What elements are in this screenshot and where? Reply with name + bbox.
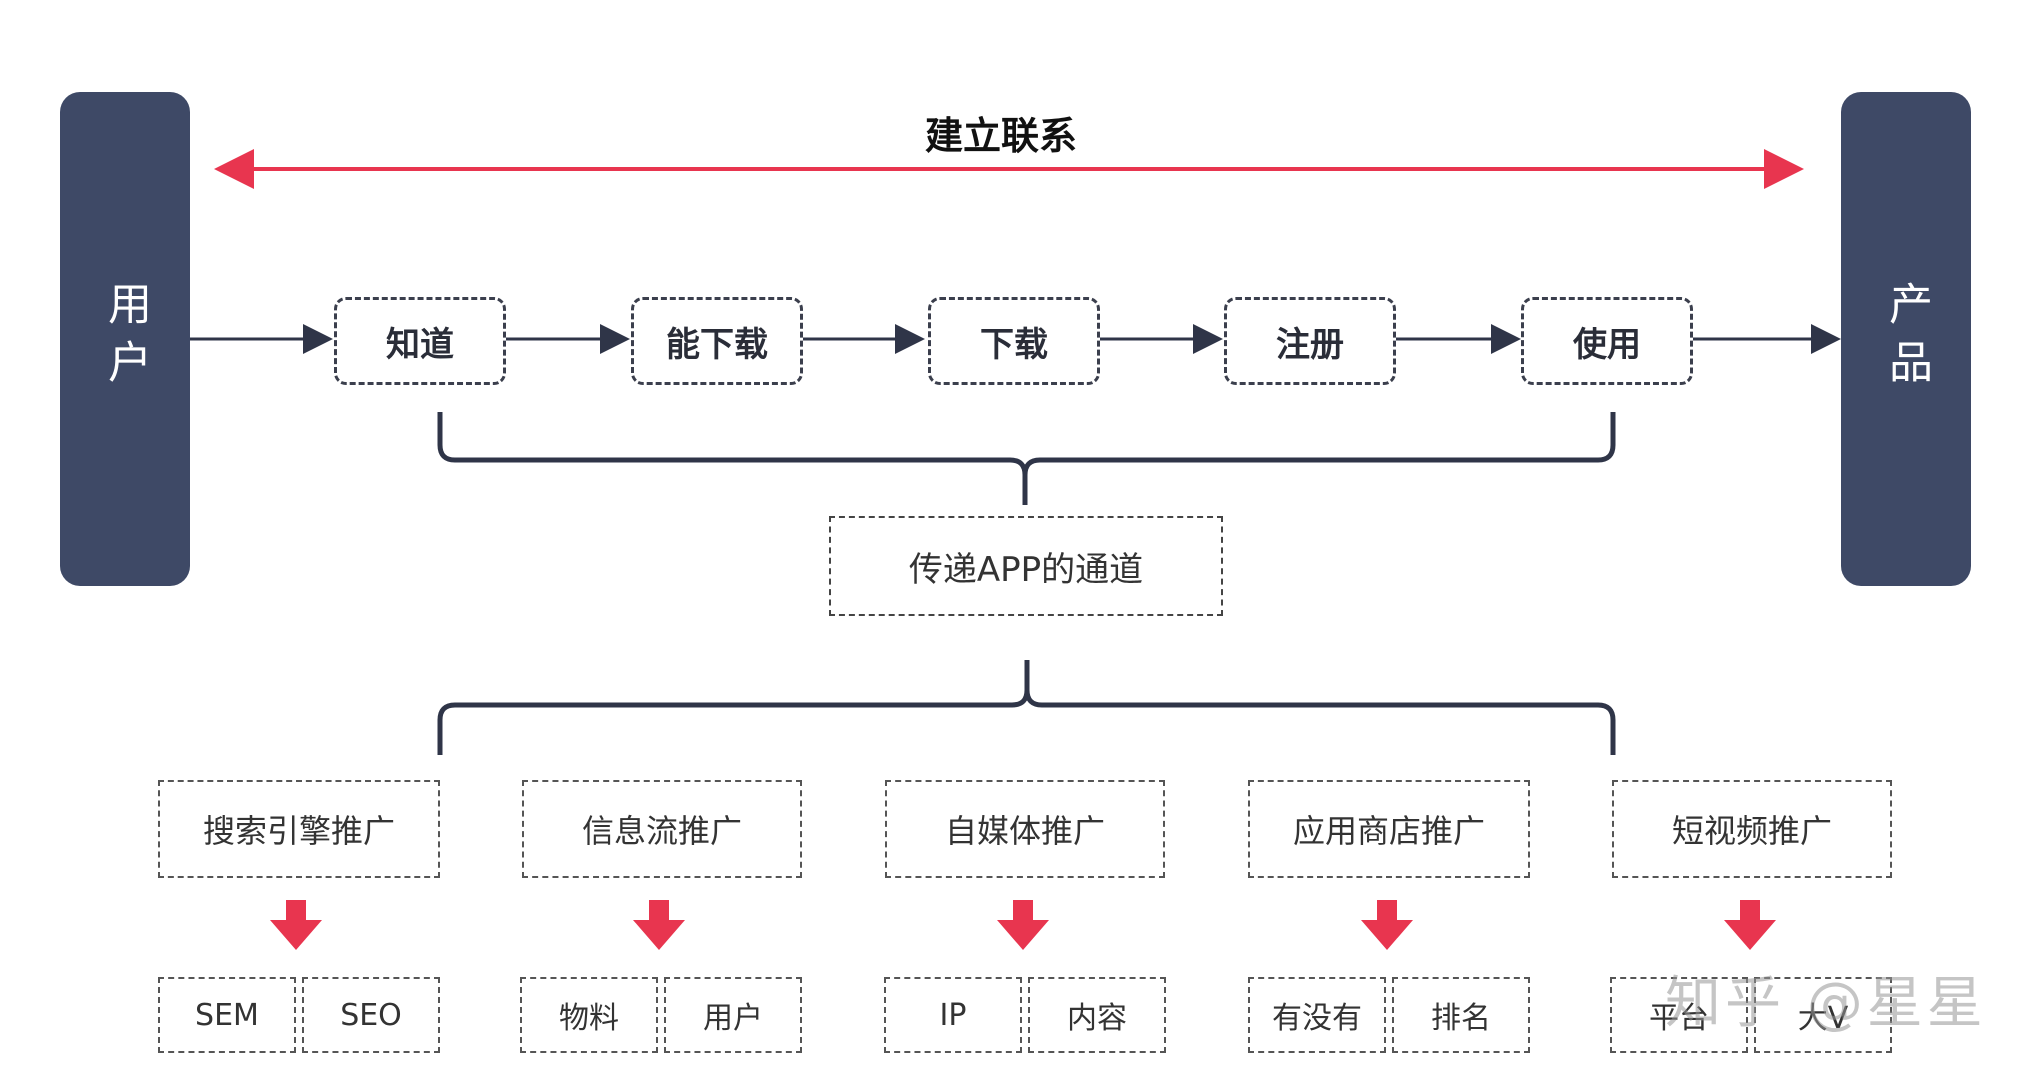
- lower-brace: [437, 660, 1616, 755]
- sub-ip: IP: [884, 977, 1022, 1053]
- sub-ranking: 排名: [1392, 977, 1530, 1053]
- sub-seo: SEO: [302, 977, 440, 1053]
- sub-presence: 有没有: [1248, 977, 1386, 1053]
- step-can-download: 能下载: [631, 297, 803, 385]
- sub-influencer: 大V: [1754, 977, 1892, 1053]
- sub-platform: 平台: [1610, 977, 1748, 1053]
- category-search: 搜索引擎推广: [158, 780, 440, 878]
- down-arrows: [270, 900, 1776, 950]
- diagram-title: 建立联系: [925, 114, 1078, 158]
- sub-sem: SEM: [158, 977, 296, 1053]
- step-register: 注册: [1224, 297, 1396, 385]
- watermark: 知乎 @星星: [1665, 971, 1987, 1036]
- category-media: 自媒体推广: [885, 780, 1165, 878]
- channel-box: 传递APP的通道: [829, 516, 1223, 616]
- category-feed: 信息流推广: [522, 780, 802, 878]
- upper-brace: [437, 412, 1616, 505]
- step-know: 知道: [334, 297, 506, 385]
- step-use: 使用: [1521, 297, 1693, 385]
- category-appstore: 应用商店推广: [1248, 780, 1530, 878]
- category-video: 短视频推广: [1612, 780, 1892, 878]
- product-bar: 产品: [1841, 92, 1971, 586]
- sub-user: 用户: [664, 977, 802, 1053]
- user-bar: 用户: [60, 92, 190, 586]
- sub-content: 内容: [1028, 977, 1166, 1053]
- step-download: 下载: [928, 297, 1100, 385]
- product-label: 产品: [1881, 281, 1932, 397]
- user-label: 用户: [100, 281, 151, 397]
- sub-material: 物料: [520, 977, 658, 1053]
